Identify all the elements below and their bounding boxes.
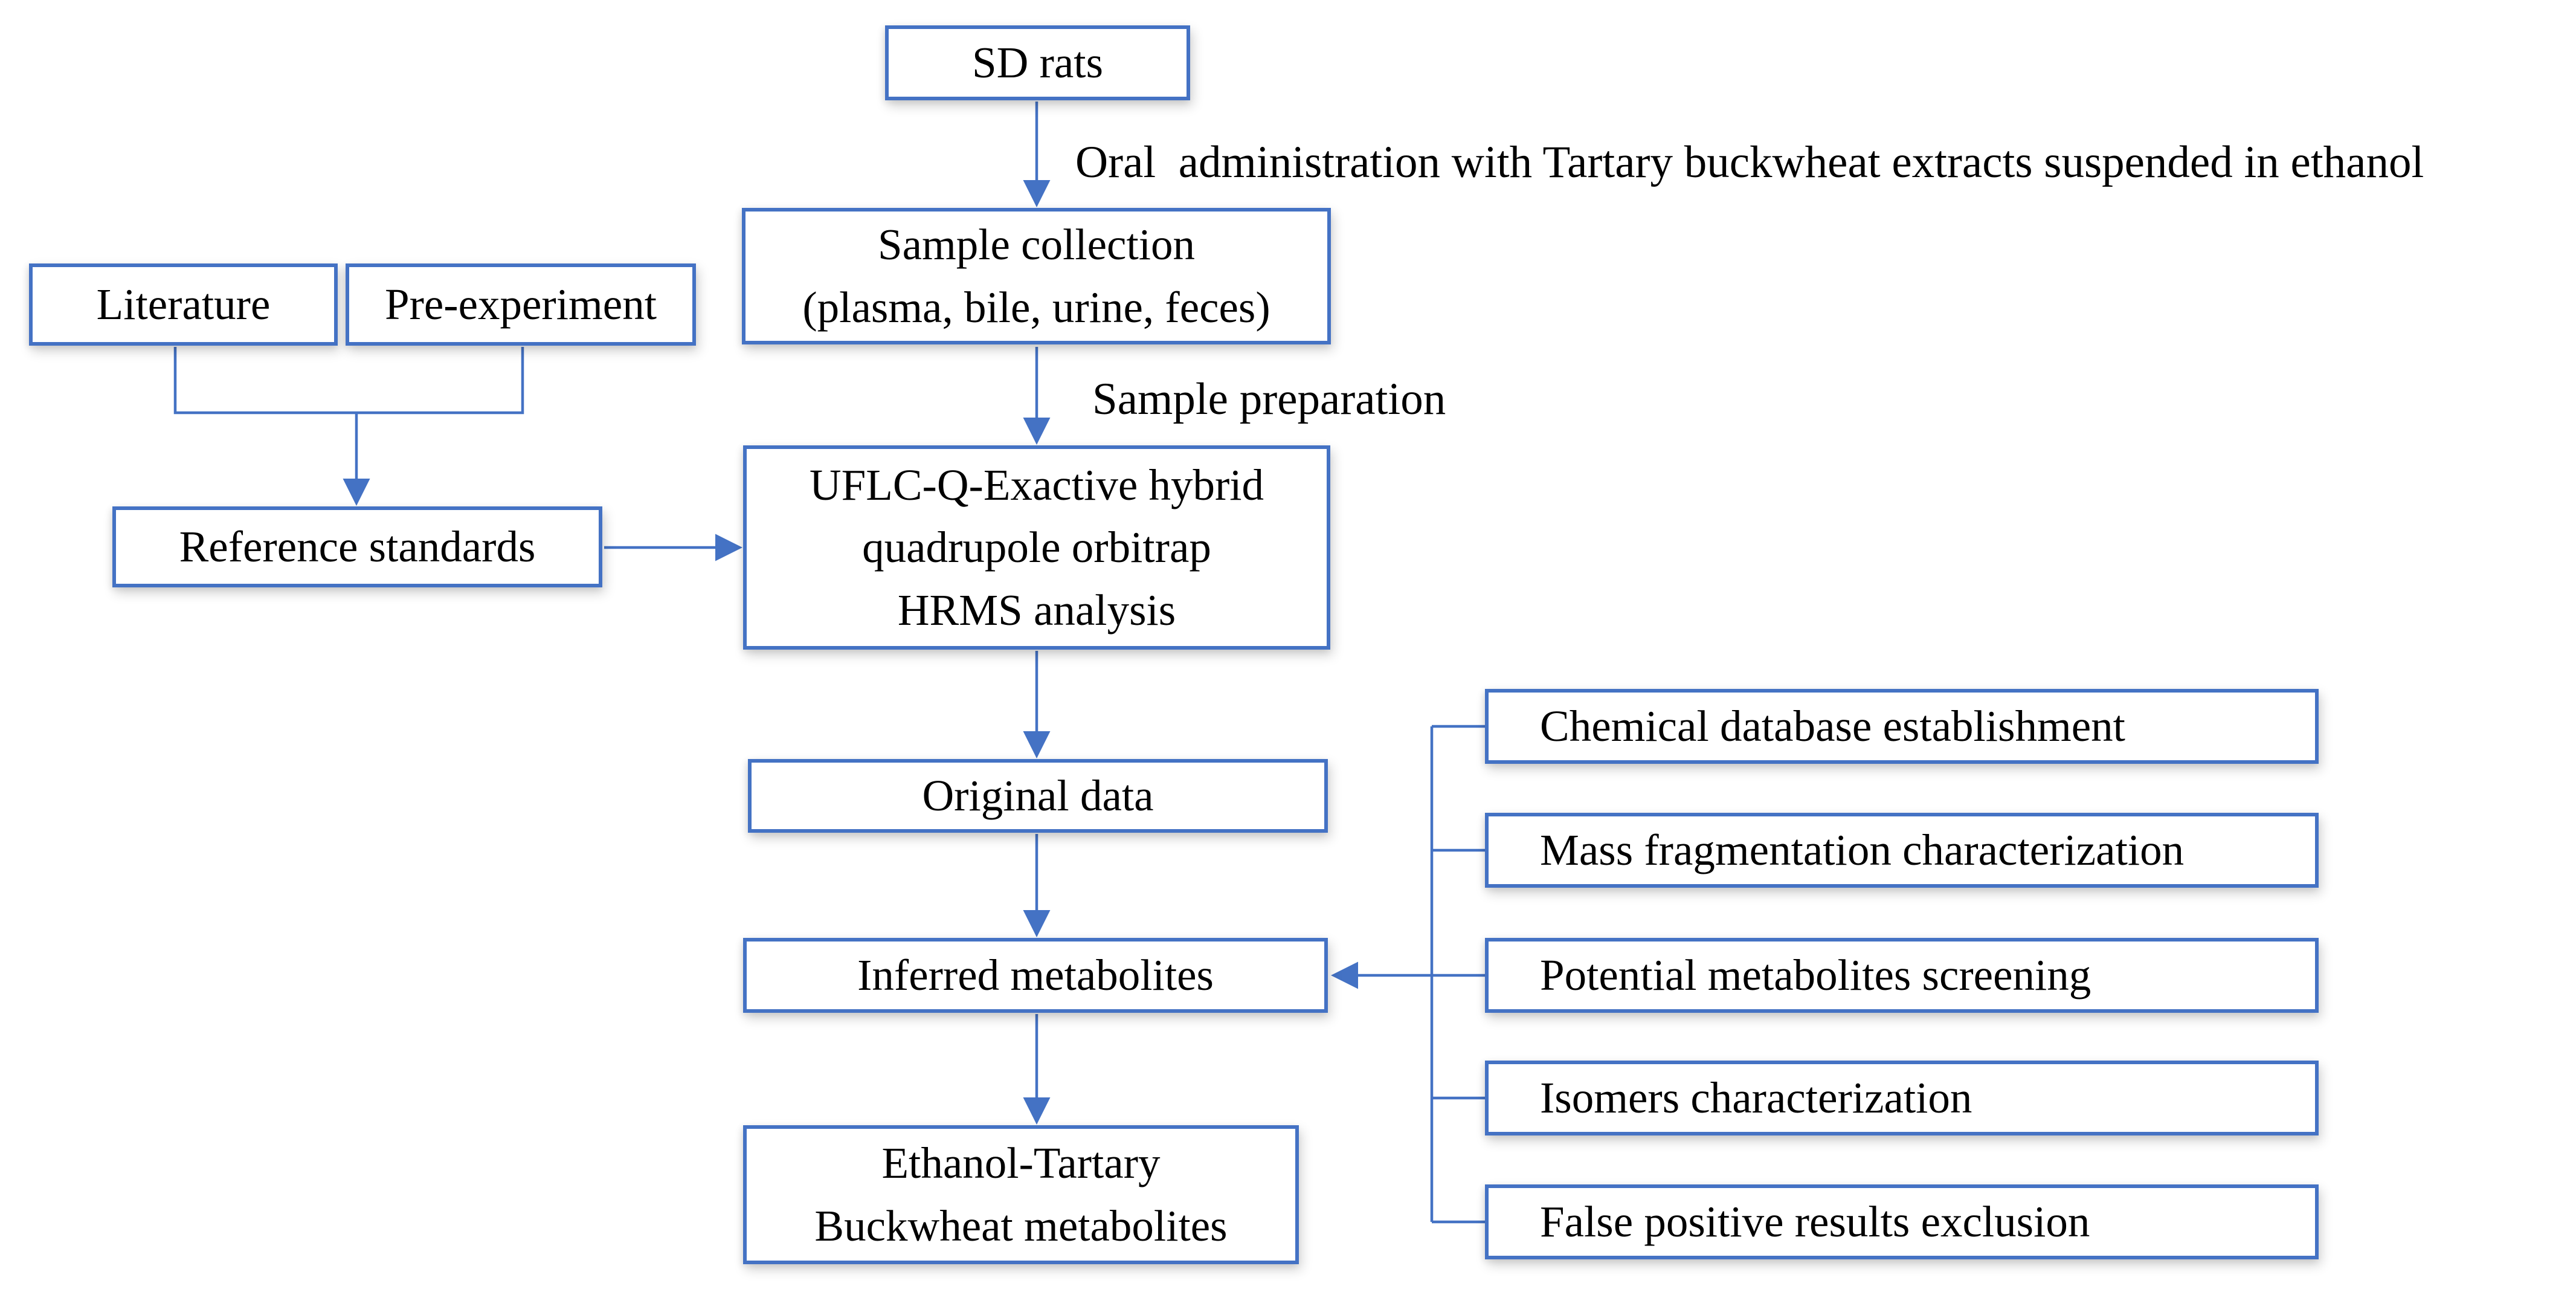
node-inferred-metabolites-label: Inferred metabolites — [857, 951, 1214, 1000]
node-ethanol-tartary-metabolites-label: Ethanol-Tartary Buckwheat metabolites — [814, 1139, 1228, 1250]
node-original-data: Original data — [748, 759, 1328, 833]
node-false-positive-results-exclusion: False positive results exclusion — [1485, 1184, 2319, 1259]
node-inferred-metabolites: Inferred metabolites — [743, 938, 1328, 1013]
node-ethanol-tartary-metabolites: Ethanol-Tartary Buckwheat metabolites — [743, 1125, 1299, 1264]
node-uflc-hrms-label: UFLC-Q-Exactive hybrid quadrupole orbitr… — [809, 460, 1264, 635]
node-isomers-characterization: Isomers characterization — [1485, 1061, 2319, 1135]
node-pre-experiment: Pre-experiment — [346, 263, 696, 346]
node-reference-standards: Reference standards — [112, 506, 602, 587]
node-reference-standards-label: Reference standards — [179, 522, 536, 572]
node-literature: Literature — [29, 263, 338, 346]
node-original-data-label: Original data — [922, 771, 1154, 821]
node-mass-fragmentation-characterization: Mass fragmentation characterization — [1485, 813, 2319, 888]
node-chemical-database-establishment: Chemical database establishment — [1485, 689, 2319, 764]
node-uflc-hrms: UFLC-Q-Exactive hybrid quadrupole orbitr… — [743, 445, 1330, 650]
connector-literature-preexperiment — [173, 347, 524, 415]
node-isomers-characterization-label: Isomers characterization — [1540, 1073, 1972, 1123]
node-sample-collection: Sample collection (plasma, bile, urine, … — [742, 208, 1331, 344]
node-potential-metabolites-screening: Potential metabolites screening — [1485, 938, 2319, 1013]
node-chemical-database-establishment-label: Chemical database establishment — [1540, 702, 2125, 751]
node-mass-fragmentation-characterization-label: Mass fragmentation characterization — [1540, 825, 2185, 875]
edge-label-sample-preparation: Sample preparation — [1092, 374, 1446, 424]
node-sd-rats-label: SD rats — [972, 38, 1103, 88]
node-potential-metabolites-screening-label: Potential metabolites screening — [1540, 951, 2091, 1000]
node-sd-rats: SD rats — [885, 25, 1190, 100]
node-pre-experiment-label: Pre-experiment — [385, 280, 657, 329]
edge-label-oral-administration: Oral administration with Tartary buckwhe… — [1075, 137, 2424, 187]
node-sample-collection-label: Sample collection (plasma, bile, urine, … — [802, 220, 1270, 332]
node-false-positive-results-exclusion-label: False positive results exclusion — [1540, 1197, 2090, 1247]
node-literature-label: Literature — [96, 280, 271, 329]
